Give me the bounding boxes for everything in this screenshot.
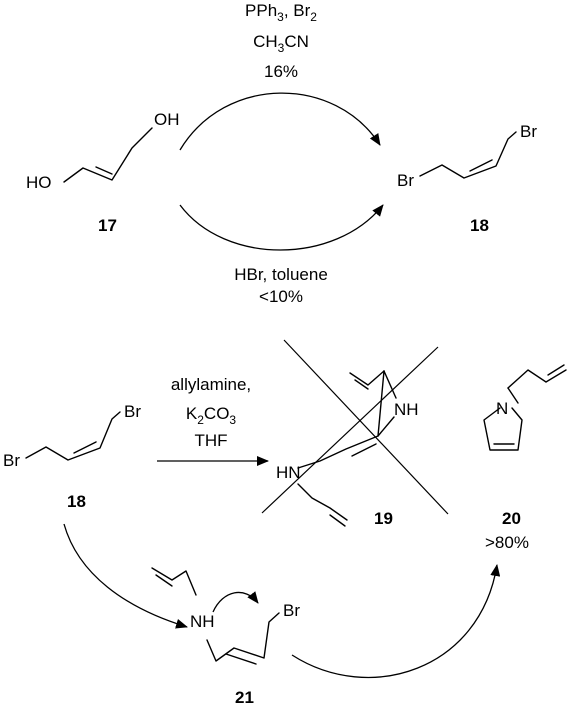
compound-19-nh-upper: NH xyxy=(394,400,419,419)
compound-18-bottom-double-bond xyxy=(73,441,97,454)
compound-17-oh-left: HO xyxy=(26,173,52,192)
compound-19-number: 19 xyxy=(374,509,393,528)
reaction-bottom-yield: <10% xyxy=(259,287,303,306)
reaction-bottom-arrow xyxy=(179,204,384,251)
compound-19-ring-double xyxy=(351,443,377,457)
compound-20-allyl xyxy=(507,369,567,389)
compound-17-number: 17 xyxy=(98,216,117,235)
compound-17-skeleton xyxy=(63,127,153,183)
compound-19-lower-allyl xyxy=(297,483,348,521)
compound-18-bottom-br-right: Br xyxy=(124,402,141,421)
compound-20: N 20 >80% xyxy=(483,364,567,552)
compound-17: OH HO 17 xyxy=(26,110,180,235)
compound-18-top-br-left: Br xyxy=(397,171,414,190)
compound-21-allyl xyxy=(151,567,197,596)
allylation-base: K2CO3 xyxy=(186,404,237,427)
reaction-top-arrow xyxy=(179,92,381,151)
compound-19-upper-allyl xyxy=(349,370,385,386)
reaction-top: PPh3, Br2 CH3CN 16% xyxy=(179,1,381,151)
compound-18-bottom: Br Br 18 xyxy=(3,402,141,511)
reaction-bottom: HBr, toluene <10% xyxy=(179,204,384,306)
compound-21-vinyl-double xyxy=(155,574,173,587)
reaction-top-solvent: CH3CN xyxy=(253,32,309,55)
compound-20-vinyl-double xyxy=(547,364,565,376)
compound-19-cross-line-b xyxy=(261,346,439,514)
compound-19-ring xyxy=(297,416,395,469)
compound-19: NH HN 19 xyxy=(261,339,449,528)
compound-19-cross-line-a xyxy=(283,339,449,515)
compound-19-lower-vinyl-double xyxy=(329,514,346,527)
compound-21-electron-arrow xyxy=(212,591,259,613)
compound-20-number: 20 xyxy=(502,509,521,528)
compound-18-top-number: 18 xyxy=(470,216,489,235)
compound-17-double-bond xyxy=(95,166,113,175)
compound-19-hn-lower: HN xyxy=(276,463,301,482)
compound-18-bottom-skeleton xyxy=(25,411,121,461)
arrow-18-to-21 xyxy=(63,523,188,629)
arrow-21-to-20 xyxy=(291,564,501,678)
compound-18-top-double-bond xyxy=(469,159,493,172)
reaction-top-reagents: PPh3, Br2 xyxy=(245,1,317,24)
reaction-bottom-reagents: HBr, toluene xyxy=(234,265,328,284)
compound-19-upper-n-bond xyxy=(383,370,397,399)
compound-20-n: N xyxy=(496,399,508,418)
allylation-solvent: THF xyxy=(194,431,227,450)
compound-19-upper-vinyl-double xyxy=(354,379,369,390)
compound-21-br: Br xyxy=(283,601,300,620)
compound-18-top-br-right: Br xyxy=(520,122,537,141)
compound-21-number: 21 xyxy=(235,688,254,707)
compound-20-ring xyxy=(483,407,523,451)
compound-17-oh-top: OH xyxy=(154,110,180,129)
compound-21: NH Br 21 xyxy=(151,567,300,707)
compound-21-chain xyxy=(206,612,280,662)
reaction-top-yield: 16% xyxy=(264,62,298,81)
compound-18-bottom-number: 18 xyxy=(67,492,86,511)
compound-18-top-skeleton xyxy=(419,131,517,179)
compound-20-yield: >80% xyxy=(485,533,529,552)
compound-18-bottom-br-left: Br xyxy=(3,451,20,470)
reaction-allylation: allylamine, K2CO3 THF xyxy=(157,375,269,466)
compound-19-ring-bond xyxy=(377,370,385,437)
compound-20-n-to-ch2 xyxy=(507,387,519,404)
compound-21-nh: NH xyxy=(190,612,215,631)
compound-18-top: Br Br 18 xyxy=(397,122,537,235)
allylation-reagent: allylamine, xyxy=(171,375,251,394)
compound-21-chain-double xyxy=(225,653,257,665)
